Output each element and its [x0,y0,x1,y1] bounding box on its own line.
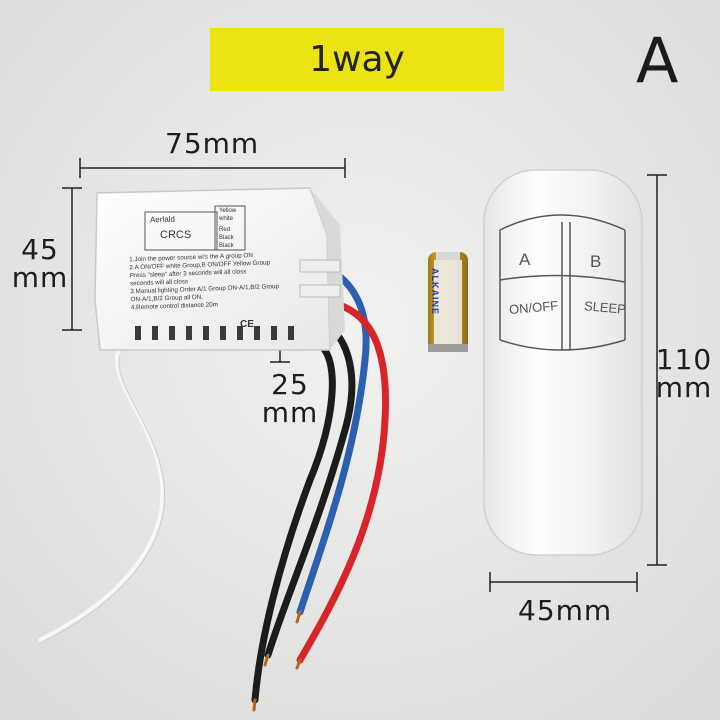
variant-banner: 1way [210,28,504,91]
receiver-depth-unit: mm [261,396,319,429]
variant-letter: A [636,24,679,97]
receiver-height-unit: mm [11,261,69,294]
receiver-height-num: 45 [21,233,59,266]
remote-height-unit: mm [655,371,713,404]
wire-label-white: white [219,216,234,222]
wire-label-red: Red [219,227,231,233]
receiver-box [94,187,345,351]
remote-button-a[interactable]: A [519,250,531,269]
black-wire-1 [264,316,356,659]
remote-button-b[interactable]: B [590,252,602,271]
receiver-depth-num: 25 [271,368,309,401]
black-wire-2 [251,341,336,704]
receiver-height-label: 45 mm [10,236,70,292]
ce-mark: CE [240,319,254,330]
wire-label-black-1: Black [219,235,234,241]
receiver-instructions: 1.Join the power source wi's the A group… [129,250,321,313]
receiver-brand: Aerlald [149,214,176,225]
receiver-model: CRCS [160,229,192,241]
red-wire [296,296,390,664]
blue-wire [296,261,370,616]
white-wire [38,350,165,642]
battery-label: ALKAINE [430,268,440,315]
dimension-lines [62,158,667,592]
wires [38,261,390,712]
remote-width-label: 45mm [518,594,613,627]
receiver-depth-label: 25 mm [255,371,325,427]
remote-height-num: 110 [655,343,713,376]
wire-label-yellow: Yellow [219,208,237,214]
white-wire-shadow [41,354,166,643]
battery [428,252,468,352]
banner-text: 1way [309,39,405,80]
wire-label-black-2: Black [219,243,234,249]
remote-control [483,169,643,556]
receiver-width-label: 75mm [165,127,260,160]
remote-height-label: 110 mm [648,346,720,402]
